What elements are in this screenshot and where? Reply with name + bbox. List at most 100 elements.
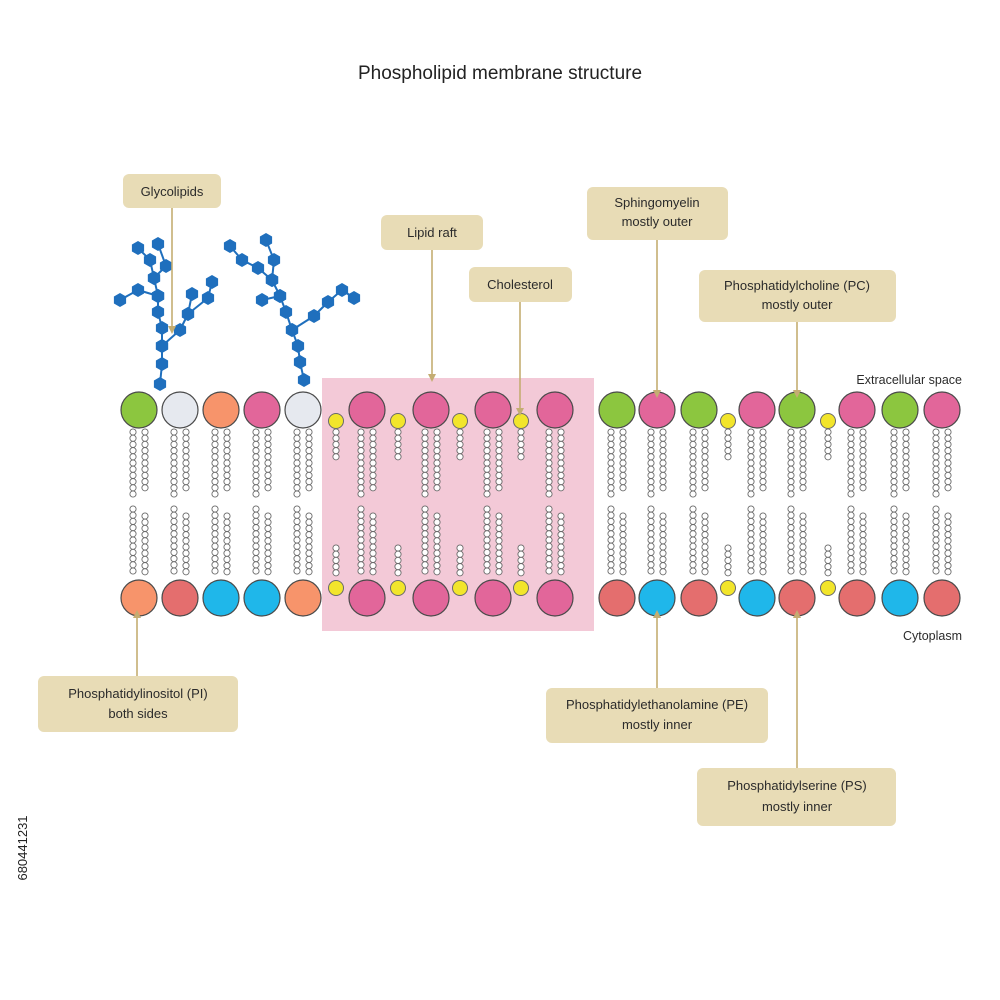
sugar-hexagon (201, 291, 215, 305)
tail-bead (141, 512, 149, 520)
outer-head (120, 391, 158, 429)
tail-bead (787, 434, 795, 442)
tail-bead (129, 555, 137, 563)
tail-bead (182, 531, 190, 539)
tail-bead (332, 550, 340, 558)
tail-bead (456, 556, 464, 564)
tail-bead (483, 459, 491, 467)
tail-bead (619, 543, 627, 551)
tail-bead (859, 512, 867, 520)
tail-bead (607, 505, 615, 513)
tail-bead (264, 453, 272, 461)
tail-bead (647, 505, 655, 513)
tail-bead (211, 465, 219, 473)
tail-bead (495, 447, 503, 455)
tail-bead (293, 440, 301, 448)
tail-bead (129, 542, 137, 550)
tail-bead (252, 465, 260, 473)
tail-bead (747, 567, 755, 575)
label-phosphatidylserine: Phosphatidylserine (PS) mostly inner (697, 768, 896, 826)
tail-bead (223, 434, 231, 442)
extracellular-label: Extracellular space (856, 373, 962, 387)
tail-bead (495, 555, 503, 563)
tail-bead (659, 512, 667, 520)
tail-bead (357, 478, 365, 486)
tail-bead (264, 512, 272, 520)
tail-bead (647, 517, 655, 525)
cholesterol-head (390, 580, 406, 596)
page-title: Phospholipid membrane structure (358, 63, 642, 84)
tail-bead (607, 434, 615, 442)
tail-bead (890, 490, 898, 498)
tail-bead (433, 465, 441, 473)
tail-bead (799, 518, 807, 526)
sugar-hexagon (181, 307, 195, 321)
stock-id: 680441231 (15, 815, 30, 880)
tail-bead (944, 440, 952, 448)
tail-bead (305, 524, 313, 532)
tail-bead (607, 459, 615, 467)
tail-bead (129, 561, 137, 569)
tail-bead (293, 561, 301, 569)
tail-bead (647, 453, 655, 461)
tail-bead (182, 453, 190, 461)
tail-bead (141, 434, 149, 442)
tail-bead (129, 453, 137, 461)
tail-bead (747, 459, 755, 467)
tail-bead (293, 530, 301, 538)
tail-bead (944, 531, 952, 539)
tail-bead (902, 484, 910, 492)
tail-bead (170, 561, 178, 569)
tail-bead (369, 478, 377, 486)
tail-bead (182, 478, 190, 486)
tail-bead (799, 562, 807, 570)
tail-bead (129, 428, 137, 436)
tail-bead (619, 440, 627, 448)
tail-bead (252, 440, 260, 448)
tail-bead (495, 549, 503, 557)
tail-bead (433, 518, 441, 526)
tail-bead (369, 531, 377, 539)
sugar-hexagon (223, 239, 237, 253)
tail-bead (747, 440, 755, 448)
tail-bead (847, 542, 855, 550)
tail-bead (456, 550, 464, 558)
tail-bead (264, 484, 272, 492)
tail-bead (293, 447, 301, 455)
tail-bead (787, 505, 795, 513)
tail-bead (759, 447, 767, 455)
tail-bead (517, 440, 525, 448)
tail-bead (211, 517, 219, 525)
tail-bead (223, 428, 231, 436)
tail-bead (394, 556, 402, 564)
tail-bead (433, 562, 441, 570)
tail-bead (944, 484, 952, 492)
tail-bead (932, 434, 940, 442)
tail-bead (433, 459, 441, 467)
svg-text:Lipid raft: Lipid raft (407, 225, 457, 240)
tail-bead (701, 512, 709, 520)
tail-bead (944, 459, 952, 467)
lipid-tails (129, 428, 952, 577)
tail-bead (421, 505, 429, 513)
tail-bead (433, 531, 441, 539)
tail-bead (293, 542, 301, 550)
tail-bead (824, 556, 832, 564)
tail-bead (759, 478, 767, 486)
tail-bead (170, 517, 178, 525)
cholesterol-head (720, 413, 736, 429)
tail-bead (517, 453, 525, 461)
tail-bead (421, 567, 429, 575)
tail-bead (607, 428, 615, 436)
tail-bead (944, 465, 952, 473)
tail-bead (495, 537, 503, 545)
tail-bead (607, 478, 615, 486)
sugar-hexagon (151, 305, 165, 319)
tail-bead (129, 471, 137, 479)
tail-bead (747, 530, 755, 538)
tail-bead (293, 484, 301, 492)
tail-bead (557, 440, 565, 448)
tail-bead (890, 471, 898, 479)
tail-bead (859, 453, 867, 461)
tail-bead (170, 567, 178, 575)
